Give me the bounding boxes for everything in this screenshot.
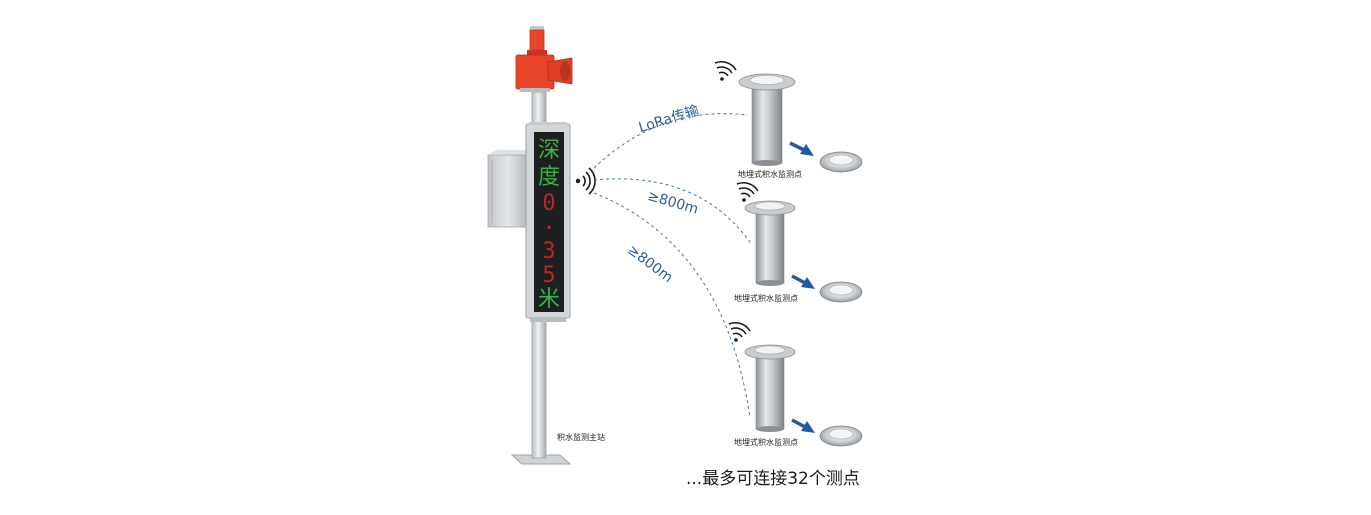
station-signal-icon (575, 167, 596, 195)
arrow-right-icon (791, 274, 815, 289)
point-label-1: 地埋式积水监测点 (738, 170, 802, 179)
link-2 (593, 178, 753, 246)
led-row-2: 度 (538, 165, 560, 190)
alarm-light-icon (515, 26, 573, 92)
monitoring-station: 深 度 0 · 3 5 米 (487, 26, 573, 465)
sensor-tube (755, 352, 785, 430)
wireless-links (593, 113, 753, 419)
control-box (487, 150, 529, 228)
led-row-6: 5 (542, 263, 555, 288)
arrow-right-icon (789, 141, 814, 156)
monitoring-point-3 (728, 322, 863, 447)
station-label: 积水监测主站 (557, 433, 605, 442)
link-1 (593, 113, 749, 169)
monitoring-point-2 (736, 182, 863, 303)
point-label-3: 地埋式积水监测点 (734, 438, 798, 447)
led-row-4: · (542, 216, 555, 241)
led-row-1: 深 (538, 138, 560, 163)
link-3 (593, 192, 751, 419)
sensor-tube (755, 208, 785, 284)
signal-icon (714, 61, 737, 81)
led-row-3: 0 (542, 191, 555, 216)
footer-note: ...最多可连接32个测点 (686, 469, 860, 489)
led-display-screen (534, 132, 564, 312)
sensor-tube (751, 82, 783, 164)
arrow-right-icon (791, 418, 815, 433)
signal-icon (736, 182, 759, 202)
led-row-5: 3 (542, 239, 555, 264)
point-label-2: 地埋式积水监测点 (734, 294, 798, 303)
signal-icon (728, 322, 751, 342)
led-row-7: 米 (538, 287, 560, 312)
monitoring-point-1 (714, 61, 863, 173)
